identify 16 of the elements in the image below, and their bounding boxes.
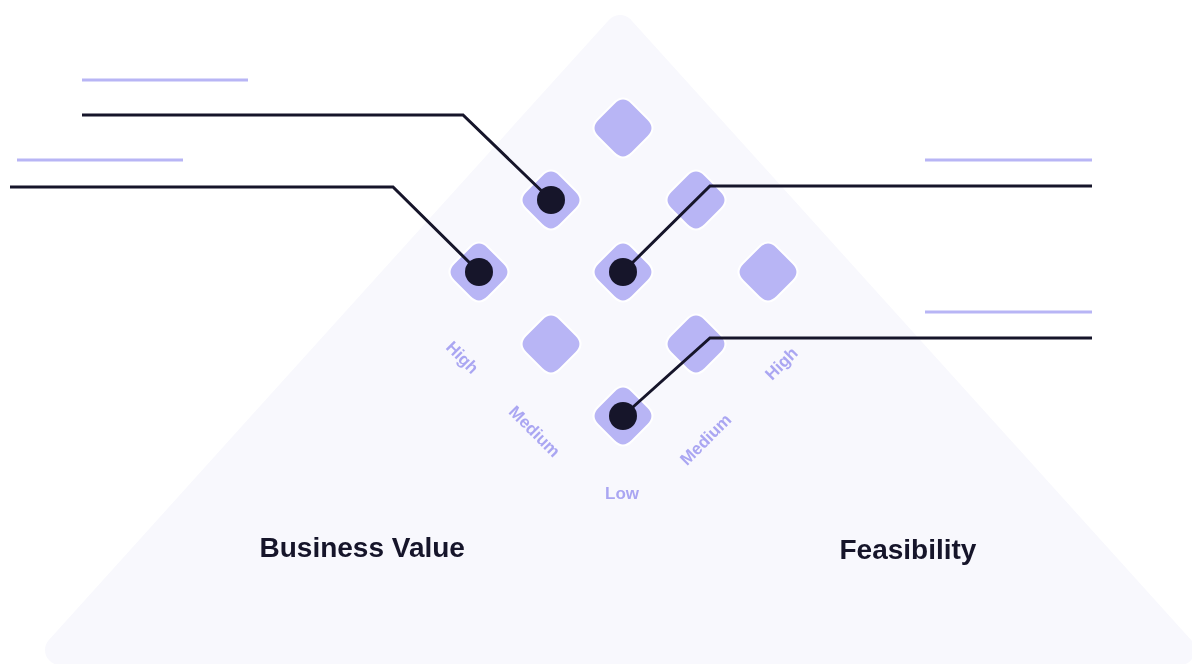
leader-line bbox=[10, 185, 493, 286]
diamond-tile bbox=[665, 313, 727, 375]
diamond-tile bbox=[665, 169, 727, 231]
axis-title: Feasibility bbox=[839, 534, 977, 566]
leader-line bbox=[609, 336, 1092, 430]
diamond-tile bbox=[520, 313, 582, 375]
diamond-tile bbox=[520, 169, 582, 231]
axis-tick-label: Low bbox=[605, 484, 639, 504]
leader-line bbox=[609, 184, 1092, 286]
leader-line bbox=[82, 113, 565, 214]
axis-title: Business Value bbox=[259, 532, 465, 564]
diamond-tile bbox=[448, 241, 510, 303]
diamond-tile bbox=[592, 97, 654, 159]
diamond-tile bbox=[737, 241, 799, 303]
diamond-tile bbox=[592, 385, 654, 447]
diamond-tile bbox=[592, 241, 654, 303]
